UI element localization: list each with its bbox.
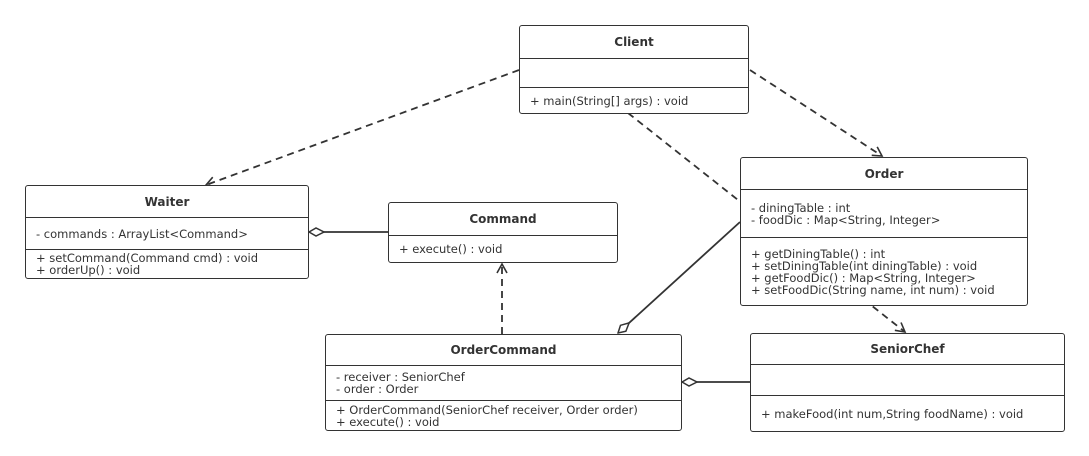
class-name: Command bbox=[389, 203, 617, 236]
dependency-client-waiter bbox=[204, 69, 520, 188]
method: + setCommand(Command cmd) : void bbox=[36, 251, 259, 265]
class-command[interactable]: Command + execute() : void bbox=[388, 202, 618, 263]
class-ordercommand[interactable]: OrderCommand - receiver : SeniorChef - o… bbox=[325, 334, 682, 431]
attributes-section bbox=[751, 365, 1064, 395]
attribute: - foodDic : Map<String, Integer> bbox=[751, 212, 941, 227]
class-order[interactable]: Order - diningTable : int - foodDic : Ma… bbox=[740, 157, 1028, 306]
methods-section: + main(String[] args) : void bbox=[520, 87, 748, 113]
attribute: - receiver : SeniorChef bbox=[336, 370, 465, 384]
class-name: Order bbox=[741, 158, 1027, 190]
method: + OrderCommand(SeniorChef receiver, Orde… bbox=[336, 402, 638, 417]
attribute: - commands : ArrayList<Command> bbox=[36, 226, 248, 241]
attribute: - order : Order bbox=[336, 382, 419, 396]
attributes-section bbox=[520, 59, 748, 87]
class-seniorchef[interactable]: SeniorChef + makeFood(int num,String foo… bbox=[750, 333, 1065, 432]
class-name: Client bbox=[520, 26, 748, 59]
class-name: OrderCommand bbox=[326, 335, 681, 366]
methods-section: + execute() : void bbox=[389, 236, 617, 262]
class-name: SeniorChef bbox=[751, 334, 1064, 365]
methods-section: + makeFood(int num,String foodName) : vo… bbox=[751, 395, 1064, 431]
method: + orderUp() : void bbox=[36, 263, 141, 277]
dependency-client-order bbox=[749, 69, 884, 157]
attributes-section: - commands : ArrayList<Command> bbox=[26, 218, 308, 249]
method: + execute() : void bbox=[399, 242, 503, 256]
methods-section: + OrderCommand(SeniorChef receiver, Orde… bbox=[326, 400, 681, 430]
method: + getFoodDic() : Map<String, Integer> bbox=[751, 270, 976, 285]
class-waiter[interactable]: Waiter - commands : ArrayList<Command> +… bbox=[25, 185, 309, 279]
method: + setDiningTable(int diningTable) : void bbox=[751, 258, 978, 273]
method: + main(String[] args) : void bbox=[530, 93, 689, 108]
class-client[interactable]: Client + main(String[] args) : void bbox=[519, 25, 749, 114]
attribute: - diningTable : int bbox=[751, 200, 851, 215]
methods-section: + setCommand(Command cmd) : void + order… bbox=[26, 249, 308, 278]
attributes-section: - diningTable : int - foodDic : Map<Stri… bbox=[741, 190, 1027, 237]
attributes-section: - receiver : SeniorChef - order : Order bbox=[326, 366, 681, 400]
aggregation-ordercommand-order bbox=[618, 221, 741, 333]
method: + setFoodDic(String name, int num) : voi… bbox=[751, 282, 995, 297]
method: + getDiningTable() : int bbox=[751, 246, 886, 261]
method: + makeFood(int num,String foodName) : vo… bbox=[761, 406, 1024, 421]
methods-section: + getDiningTable() : int + setDiningTabl… bbox=[741, 237, 1027, 305]
method: + execute() : void bbox=[336, 414, 440, 429]
class-name: Waiter bbox=[26, 186, 308, 218]
